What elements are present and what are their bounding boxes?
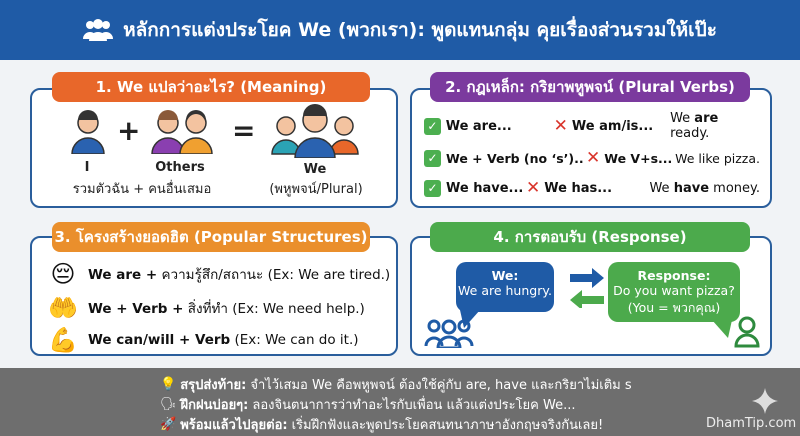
footer-line: 🗣ฝึกฝนบ่อยๆ:ลองจินตนาการว่าทำอะไรกับเพื่… <box>160 397 576 413</box>
correct-form: We have... <box>446 180 524 196</box>
response-panel: We:We are hungry. Response:Do you want p… <box>410 236 772 356</box>
check-icon: ✓ <box>424 179 441 197</box>
group-icon <box>424 319 474 348</box>
rocket-icon: 🚀 <box>160 417 177 432</box>
we-bubble: We:We are hungry. <box>456 262 554 312</box>
structures-title: 3. โครงสร้างยอดฮิต (Popular Structures) <box>52 222 370 252</box>
bubble-tail <box>460 310 480 328</box>
structures-panel: 😔We are + ความรู้สึก/สถานะ (Ex: We are t… <box>30 236 398 356</box>
meaning-caption: รวมตัวฉัน + คนอื่นเสมอ <box>72 182 212 197</box>
plural-verbs-panel: ✓We are...✕We am/is...We are ready. ✓We … <box>410 88 772 208</box>
wrong-form: We has... <box>544 180 613 196</box>
page-title: หลักการแต่งประโยค We (พวกเรา): พูดแทนกลุ… <box>123 19 717 41</box>
response-bubble: Response:Do you want pizza?(You = พวกคุณ… <box>608 262 740 322</box>
we-plural-label: (พหูพจน์/Plural) <box>269 182 363 197</box>
brand-watermark: DhamTip.com <box>706 416 797 431</box>
i-label: I <box>84 160 90 175</box>
person-i-icon <box>70 110 106 158</box>
we-label: We <box>303 162 327 177</box>
rule-row: ✓ We have...✕We has... We have money. <box>424 176 760 200</box>
equals-sign: = <box>232 114 256 147</box>
bubble-tail <box>712 320 732 338</box>
others-label: Others <box>155 160 205 175</box>
footer: 💡สรุปส่งท้าย:จำไว้เสมอ We คือพหูพจน์ ต้อ… <box>0 368 800 436</box>
exchange-arrows-icon <box>570 268 604 308</box>
cross-icon: ✕ <box>586 148 601 168</box>
correct-form: We are... <box>445 118 512 134</box>
sad-face-icon: 😔 <box>50 260 76 288</box>
wrong-form: We V+s... <box>604 150 673 166</box>
others-icon <box>150 110 216 158</box>
footer-line: 💡สรุปส่งท้าย:จำไว้เสมอ We คือพหูพจน์ ต้อ… <box>160 377 632 393</box>
example: We are ready. <box>670 111 719 141</box>
check-icon: ✓ <box>424 117 441 135</box>
structure-row: 🤲We + Verb + สิ่งที่ทำ (Ex: We need help… <box>48 294 365 322</box>
cross-icon: ✕ <box>553 116 568 136</box>
we-group-icon <box>270 104 360 162</box>
lightbulb-icon: 💡 <box>160 377 177 392</box>
users-icon <box>83 19 114 41</box>
plus-sign: + <box>117 114 141 147</box>
example: We have money. <box>649 180 760 196</box>
example: We like pizza. <box>675 150 760 166</box>
flexed-arm-icon: 💪 <box>48 326 78 354</box>
meaning-panel: I + Others รวมตัวฉัน + คนอื่นเสมอ = We (… <box>30 88 398 208</box>
rule-row: ✓We are... ✕We am/is... We are ready. <box>424 111 760 141</box>
meaning-title: 1. We แปลว่าอะไร? (Meaning) <box>52 72 370 102</box>
response-title: 4. การตอบรับ (Response) <box>430 222 750 252</box>
sparkle-icon <box>752 388 778 414</box>
header: หลักการแต่งประโยค We (พวกเรา): พูดแทนกลุ… <box>0 0 800 60</box>
check-icon: ✓ <box>424 149 441 167</box>
plural-verbs-title: 2. กฎเหล็ก: กริยาพหูพจน์ (Plural Verbs) <box>430 72 750 102</box>
structure-row: 😔We are + ความรู้สึก/สถานะ (Ex: We are t… <box>48 260 390 288</box>
cross-icon: ✕ <box>526 178 541 198</box>
speaking-head-icon: 🗣 <box>160 397 177 412</box>
structure-row: 💪We can/will + Verb (Ex: We can do it.) <box>48 326 359 354</box>
footer-line: 🚀พร้อมแล้วไปลุยต่อ:เริ่มฝึกฟังและพูดประโ… <box>160 417 604 433</box>
person-icon <box>734 316 760 348</box>
heart-hands-icon: 🤲 <box>48 294 78 322</box>
rule-row: ✓ We + Verb (no ‘s’)..✕We V+s...We like p… <box>424 146 760 170</box>
wrong-form: We am/is... <box>571 118 654 134</box>
correct-form: We + Verb (no ‘s’).. <box>446 150 584 166</box>
